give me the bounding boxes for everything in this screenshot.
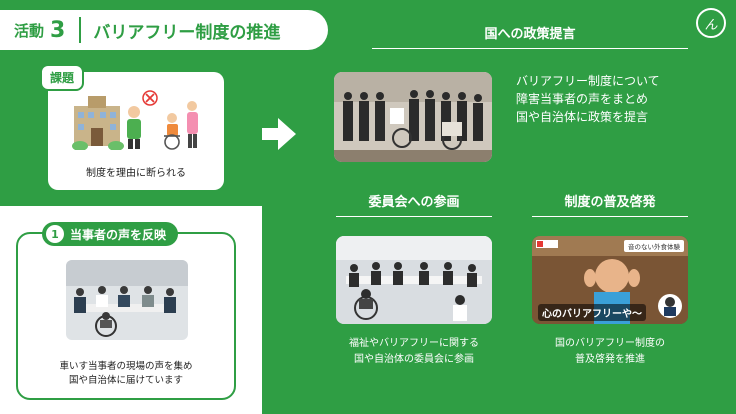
committee-caption-line-2: 国や自治体の委員会に参画 — [354, 353, 474, 365]
video-tag: 音のない外食体験 — [624, 240, 684, 252]
refusal-illustration-icon — [72, 90, 198, 150]
voice-reflection-card: 1 当事者の声を反映 車いす当事者の現場の声を集め 国や自治体に届けています — [16, 222, 236, 400]
video-overlay-caption: 心のバリアフリーや〜 — [538, 304, 646, 321]
policy-description-line-3: 国や自治体に政策を提言 — [516, 110, 649, 124]
awareness-video-frame: 音のない外食体験 心のバリアフリーや〜 — [532, 236, 688, 324]
awareness-caption: 国のバリアフリー制度の 普及啓発を推進 — [512, 336, 708, 367]
organization-logo-icon: ん — [696, 8, 726, 38]
committee-photo — [336, 236, 492, 324]
right-arrow-icon — [262, 118, 296, 150]
awareness-caption-line-2: 普及啓発を推進 — [575, 353, 645, 365]
policy-heading: 国への政策提言 — [484, 27, 576, 42]
voice-caption-line-1: 車いす当事者の現場の声を集め — [59, 361, 193, 372]
committee-heading: 委員会への参画 — [368, 195, 460, 210]
issue-card: 課題 — [40, 64, 224, 190]
voice-number-badge: 1 — [46, 225, 64, 243]
policy-description: バリアフリー制度について 障害当事者の声をまとめ 国や自治体に政策を提言 — [516, 72, 726, 126]
voice-title: 当事者の声を反映 — [70, 227, 167, 242]
committee-caption: 福祉やバリアフリーに関する 国や自治体の委員会に参画 — [316, 336, 512, 367]
issue-tag: 課題 — [40, 64, 85, 91]
voice-caption: 車いす当事者の現場の声を集め 国や自治体に届けています — [18, 360, 234, 388]
awareness-heading: 制度の普及啓発 — [564, 195, 656, 210]
awareness-divider — [532, 216, 688, 217]
issue-caption: 制度を理由に断られる — [86, 168, 186, 179]
activity-label: 活動 — [14, 21, 45, 40]
policy-description-line-2: 障害当事者の声をまとめ — [516, 92, 649, 106]
policy-photo — [334, 72, 492, 162]
slide-header: 活動 3 バリアフリー制度の推進 — [0, 10, 328, 50]
committee-divider — [336, 216, 492, 217]
meeting-photo — [66, 260, 188, 340]
policy-description-line-1: バリアフリー制度について — [516, 74, 660, 88]
awareness-caption-line-1: 国のバリアフリー制度の — [555, 338, 665, 349]
committee-caption-line-1: 福祉やバリアフリーに関する — [349, 338, 479, 349]
voice-caption-line-2: 国や自治体に届けています — [68, 374, 183, 386]
policy-divider — [372, 48, 688, 49]
header-divider — [79, 17, 82, 43]
activity-number: 3 — [50, 17, 66, 43]
page-title: バリアフリー制度の推進 — [93, 22, 281, 43]
voice-title-pill: 1 当事者の声を反映 — [42, 222, 179, 246]
